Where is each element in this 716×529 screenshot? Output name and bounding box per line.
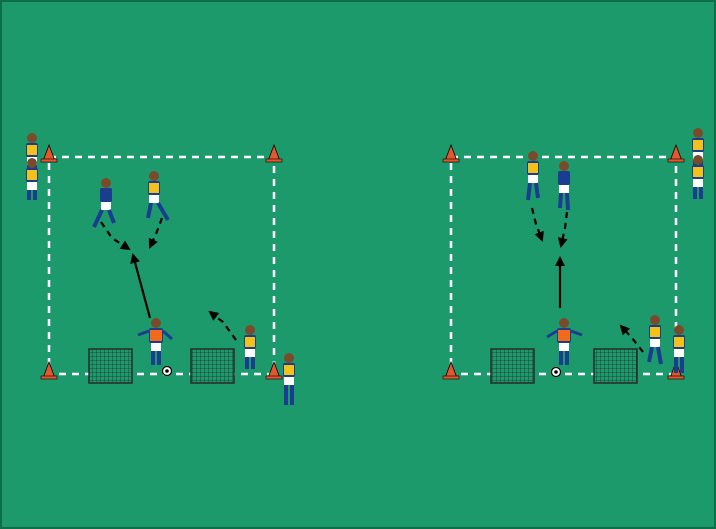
mini-goal-icon [594,349,637,383]
left-goal-2 [191,349,234,383]
right-goal-2 [594,349,637,383]
mini-goal-icon [191,349,234,383]
left-goal-1 [89,349,132,383]
mini-goal-icon [89,349,132,383]
right-goal-1 [491,349,534,383]
ball-icon [552,368,561,377]
mini-goal-icon [491,349,534,383]
ball-icon [163,367,172,376]
